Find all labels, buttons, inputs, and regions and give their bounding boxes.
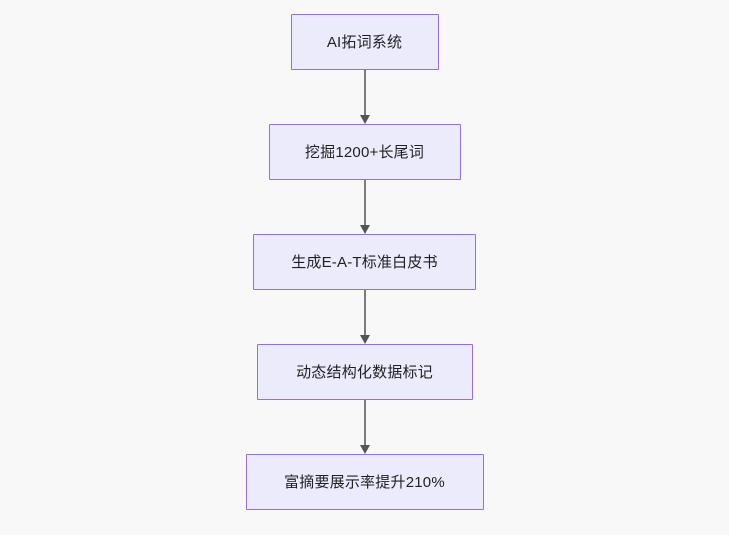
down-arrow-icon [359,225,370,234]
flow-node-label: 动态结构化数据标记 [296,363,433,381]
flow-node-mine-longtail-keywords[interactable]: 挖掘1200+长尾词 [268,124,461,180]
flow-node-generate-eat-whitepaper[interactable]: 生成E-A-T标准白皮书 [253,234,476,290]
flow-node-label: 富摘要展示率提升210% [284,473,445,491]
flow-node-label: AI拓词系统 [326,33,403,51]
flow-connector-n1-n2 [358,70,372,124]
down-arrow-icon [359,115,370,124]
flow-node-label: 生成E-A-T标准白皮书 [291,253,438,271]
flow-node-rich-snippet-rate-increase[interactable]: 富摘要展示率提升210% [245,454,484,510]
connector-line [363,70,366,116]
flow-connector-n3-n4 [358,290,372,344]
connector-line [363,180,366,226]
flow-node-ai-keyword-system[interactable]: AI拓词系统 [290,14,439,70]
flow-node-dynamic-structured-data-markup[interactable]: 动态结构化数据标记 [256,344,473,400]
connector-line [363,290,366,336]
flow-node-label: 挖掘1200+长尾词 [304,143,425,161]
flow-chain: AI拓词系统 挖掘1200+长尾词 生成E-A-T标准白皮书 动态结构化数据标记 [245,14,484,510]
down-arrow-icon [359,445,370,454]
flow-connector-n4-n5 [358,400,372,454]
flow-connector-n2-n3 [358,180,372,234]
connector-line [363,400,366,446]
down-arrow-icon [359,335,370,344]
